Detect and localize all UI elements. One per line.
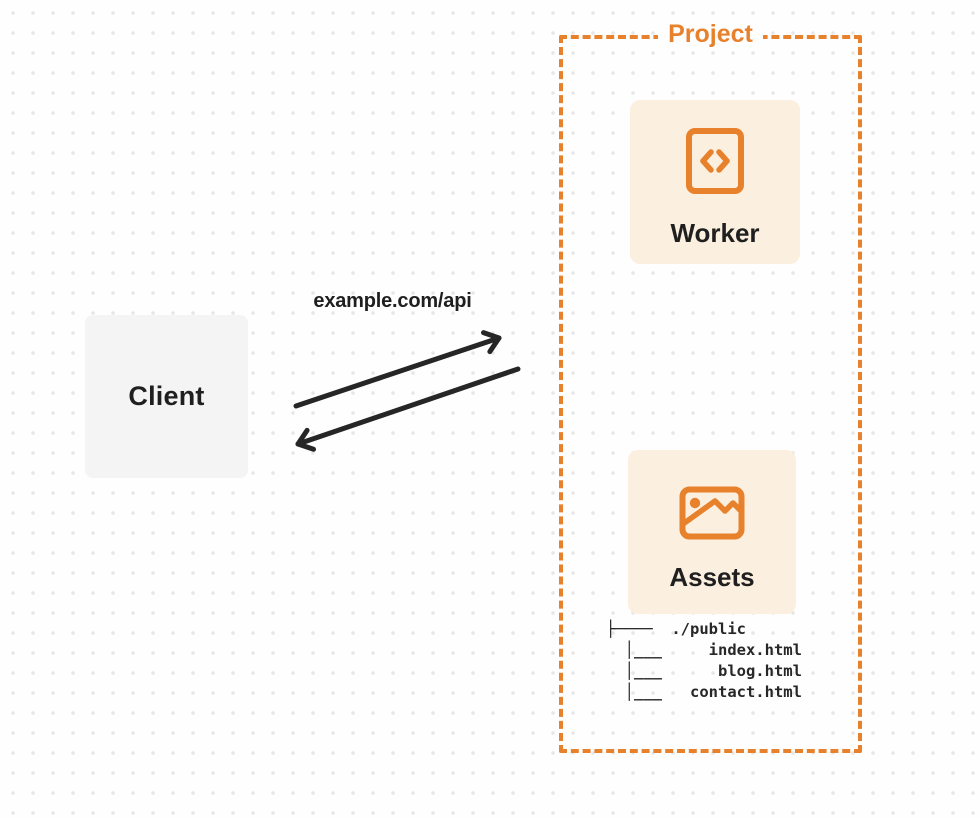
image-icon — [679, 486, 745, 540]
assets-node: Assets — [628, 450, 796, 614]
project-title-text: Project — [658, 20, 763, 49]
assets-file-tree: ├──── ./public │___ index.html │___ blog… — [606, 620, 802, 701]
client-label: Client — [128, 381, 205, 411]
code-document-icon — [686, 128, 744, 194]
response-arrow — [295, 366, 521, 452]
assets-label: Assets — [669, 562, 755, 592]
project-title: Project — [559, 20, 862, 49]
worker-label: Worker — [670, 218, 760, 248]
request-url-label: example.com/api — [313, 290, 472, 312]
client-node: Client — [85, 315, 248, 478]
worker-node: Worker — [630, 100, 800, 264]
request-arrow — [293, 330, 502, 409]
